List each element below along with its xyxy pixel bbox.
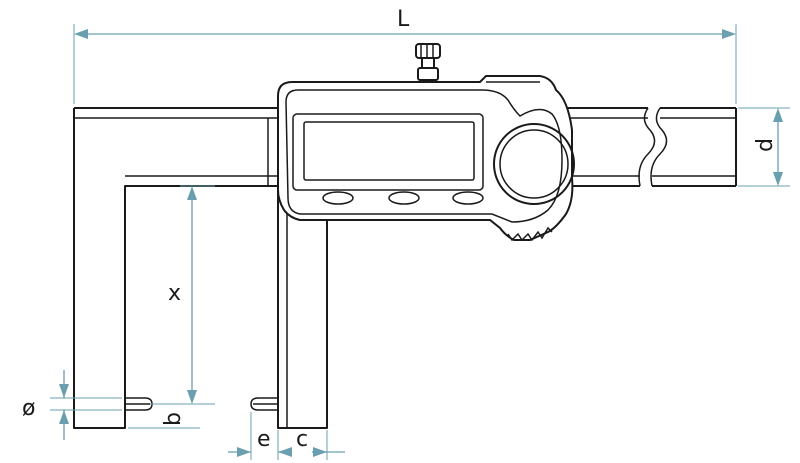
dimension-diameter: ø — [22, 370, 122, 440]
dimension-L: L — [73, 7, 737, 104]
label-c: c — [296, 427, 308, 452]
button-middle[interactable] — [388, 191, 420, 205]
label-L: L — [397, 7, 410, 32]
dimension-d: d — [738, 107, 790, 187]
button-right[interactable] — [452, 191, 484, 205]
dimension-x: x — [168, 185, 215, 405]
slider-body — [277, 75, 574, 242]
dimension-b: b — [128, 403, 200, 429]
fixed-jaw-pin — [125, 397, 153, 411]
lcd-screen — [292, 113, 484, 191]
label-e: e — [257, 427, 271, 452]
label-x: x — [168, 281, 181, 306]
button-left[interactable] — [322, 191, 354, 205]
thumb-wheel[interactable] — [493, 123, 575, 205]
label-b: b — [161, 412, 186, 426]
lock-screw — [415, 43, 441, 81]
dimension-e-c: e c — [228, 412, 345, 460]
label-diameter: ø — [22, 396, 35, 421]
beam — [73, 107, 737, 429]
label-d: d — [753, 138, 778, 152]
sliding-jaw — [250, 186, 328, 429]
